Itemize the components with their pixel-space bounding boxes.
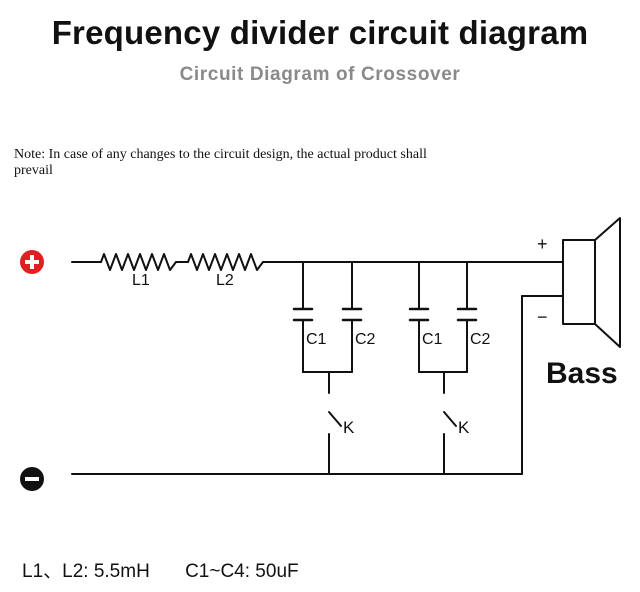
speaker-magnet bbox=[562, 239, 596, 325]
inductor-l2 bbox=[187, 253, 264, 271]
negative-terminal-icon bbox=[20, 467, 44, 491]
label-c1-group1: C1 bbox=[306, 331, 327, 348]
label-l2: L2 bbox=[216, 272, 234, 289]
page-title: Frequency divider circuit diagram bbox=[51, 14, 589, 51]
page-subtitle: Circuit Diagram of Crossover bbox=[179, 64, 461, 85]
label-c2-group1: C2 bbox=[355, 331, 376, 348]
design-note: Note: In case of any changes to the circ… bbox=[14, 147, 427, 178]
label-speaker-plus: + bbox=[537, 234, 548, 254]
label-c1-group2: C1 bbox=[422, 331, 443, 348]
inductor-l1 bbox=[100, 253, 177, 271]
label-switch-k1: K bbox=[343, 418, 355, 437]
label-speaker-minus: − bbox=[537, 307, 548, 327]
label-c2-group2: C2 bbox=[470, 331, 491, 348]
speaker-cone bbox=[594, 217, 621, 348]
label-switch-k2: K bbox=[458, 418, 470, 437]
switch-k1-blade bbox=[328, 411, 342, 427]
component-specs: L1、L2: 5.5mH C1~C4: 50uF bbox=[22, 556, 329, 583]
switch-k2-blade bbox=[443, 411, 457, 427]
positive-terminal-icon bbox=[20, 250, 44, 274]
inductor-spec: L1、L2: 5.5mH bbox=[22, 561, 150, 582]
capacitor-spec: C1~C4: 50uF bbox=[185, 561, 299, 582]
label-l1: L1 bbox=[132, 272, 150, 289]
label-speaker-bass: Bass bbox=[546, 357, 618, 390]
